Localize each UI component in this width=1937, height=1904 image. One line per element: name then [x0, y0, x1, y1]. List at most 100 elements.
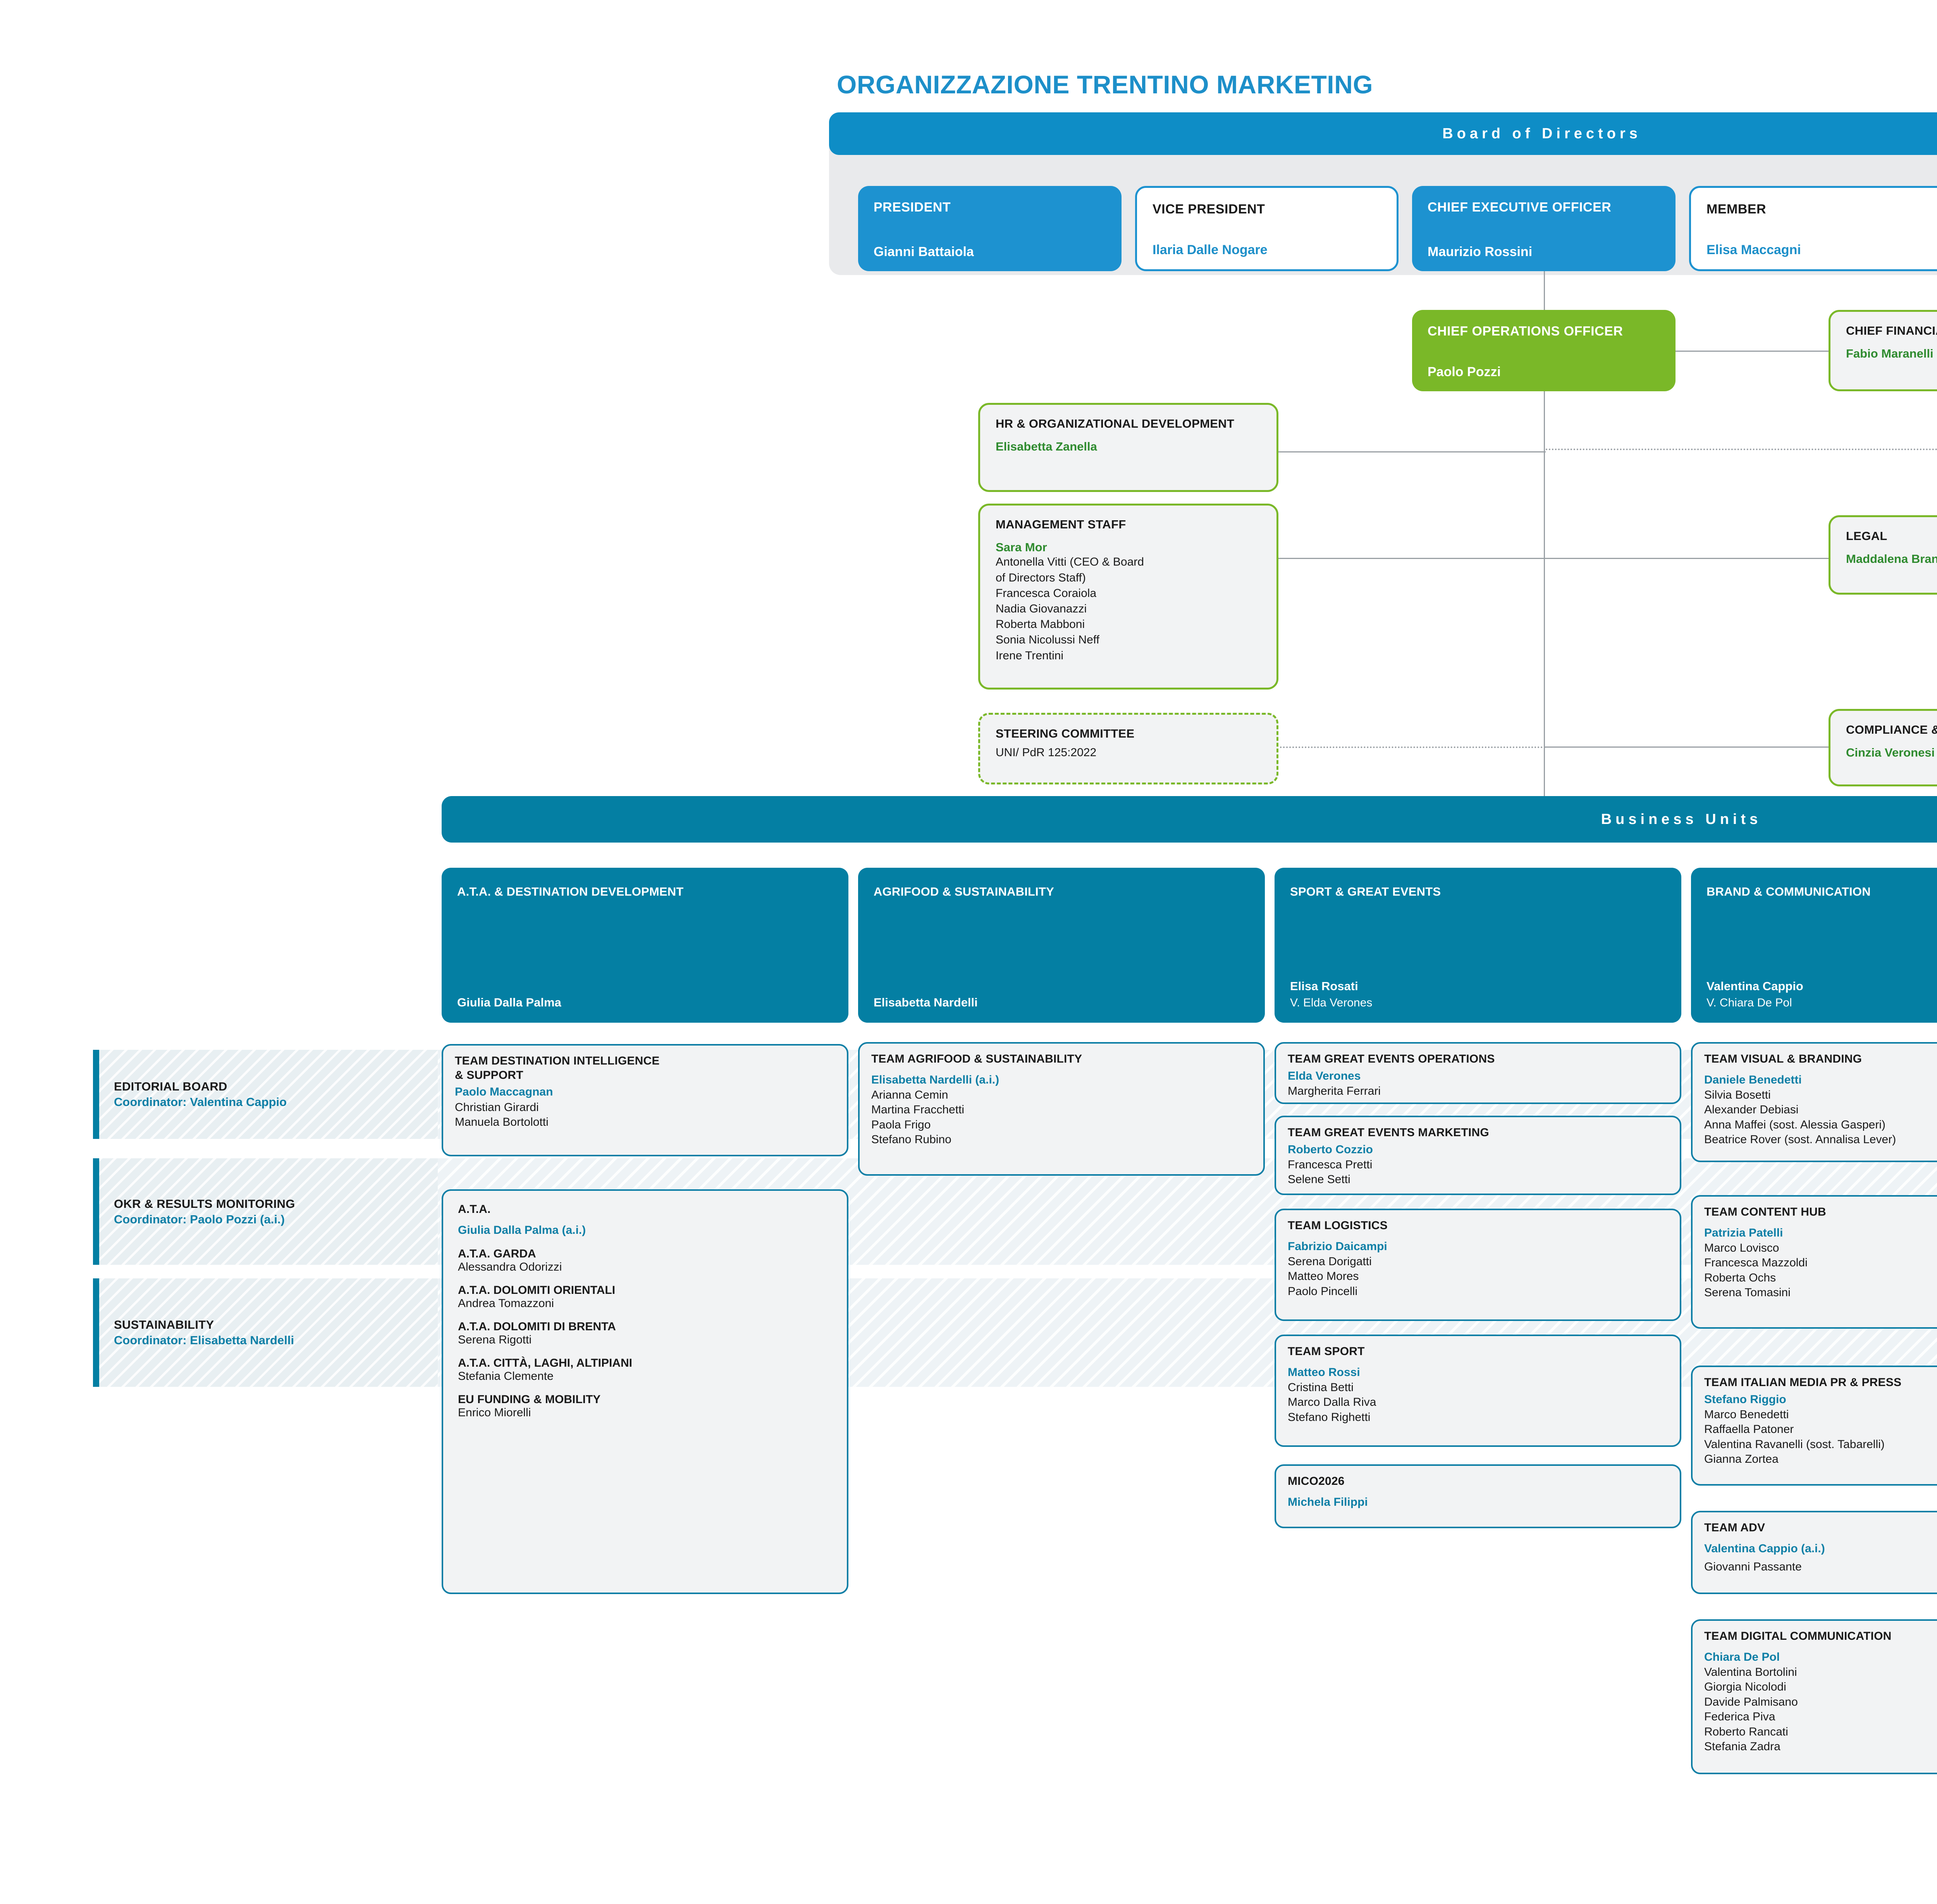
team-member: Margherita Ferrari: [1288, 1085, 1381, 1098]
team-card[interactable]: TEAM SPORT Matteo Rossi Cristina Betti M…: [1275, 1335, 1681, 1447]
team-card[interactable]: TEAM GREAT EVENTS MARKETING Roberto Cozz…: [1275, 1116, 1681, 1195]
side-group-editorial-board[interactable]: EDITORIAL BOARD Coordinator: Valentina C…: [93, 1050, 438, 1139]
legal-role: LEGAL: [1846, 529, 1887, 543]
unit-lead: Elisabetta Nardelli: [874, 996, 978, 1009]
team-member: Cristina Betti: [1288, 1381, 1354, 1394]
unit-vice: V. Chiara De Pol: [1706, 996, 1792, 1009]
connector-spine-compliance: [1544, 746, 1830, 748]
team-name: TEAM SPORT: [1288, 1345, 1365, 1358]
team-member: Alexander Debiasi: [1704, 1103, 1799, 1116]
coo-card[interactable]: CHIEF OPERATIONS OFFICER Paolo Pozzi: [1412, 310, 1676, 391]
team-card[interactable]: TEAM AGRIFOOD & SUSTAINABILITY Elisabett…: [858, 1042, 1265, 1176]
team-member: Davide Palmisano: [1704, 1695, 1798, 1708]
team-member: Selene Setti: [1288, 1173, 1350, 1186]
legal-card[interactable]: LEGAL Maddalena Branca: [1829, 515, 1937, 595]
team-card[interactable]: A.T.A. Giulia Dalla Palma (a.i.) A.T.A. …: [442, 1189, 848, 1594]
board-role: MEMBER: [1706, 202, 1767, 217]
board-card-vice-president[interactable]: VICE PRESIDENT Ilaria Dalle Nogare: [1135, 186, 1399, 271]
team-card[interactable]: TEAM DIGITAL COMMUNICATION Chiara De Pol…: [1691, 1619, 1937, 1774]
side-group-title: OKR & RESULTS MONITORING: [114, 1197, 295, 1211]
unit-vice: V. Elda Verones: [1290, 996, 1373, 1009]
team-member: Manuela Bortolotti: [455, 1116, 549, 1129]
connector-coo-cfo: [1676, 351, 1830, 352]
team-subgroup: A.T.A. DOLOMITI ORIENTALI Andrea Tomazzo…: [455, 1284, 836, 1310]
unit-header-ata[interactable]: A.T.A. & DESTINATION DEVELOPMENT Giulia …: [442, 868, 848, 1023]
unit-header-agrifood[interactable]: AGRIFOOD & SUSTAINABILITY Elisabetta Nar…: [858, 868, 1265, 1023]
team-name: TEAM CONTENT HUB: [1704, 1206, 1826, 1218]
coo-person: Paolo Pozzi: [1428, 365, 1501, 379]
team-member: Beatrice Rover (sost. Annalisa Lever): [1704, 1133, 1896, 1146]
connector-spine-management: [1278, 558, 1546, 559]
side-group-okr[interactable]: OKR & RESULTS MONITORING Coordinator: Pa…: [93, 1158, 438, 1265]
side-group-coordinator: Coordinator: Elisabetta Nardelli: [114, 1333, 294, 1347]
team-lead: Michela Filippi: [1288, 1495, 1368, 1508]
team-member: Arianna Cemin: [871, 1089, 948, 1102]
team-name: TEAM DESTINATION INTELLIGENCE & SUPPORT: [455, 1054, 660, 1082]
side-group-coordinator: Coordinator: Paolo Pozzi (a.i.): [114, 1212, 285, 1226]
hr-development-card[interactable]: HR & ORGANIZATIONAL DEVELOPMENT Elisabet…: [978, 403, 1278, 492]
cfo-role: CHIEF FINANCIAL OFFICER: [1846, 324, 1937, 337]
team-name: TEAM GREAT EVENTS OPERATIONS: [1288, 1053, 1495, 1065]
subgroup-title: A.T.A. DOLOMITI ORIENTALI: [458, 1284, 616, 1297]
team-member: Christian Girardi: [455, 1101, 539, 1114]
steering-note: UNI/ PdR 125:2022: [996, 746, 1097, 759]
team-member: Raffaella Patoner: [1704, 1423, 1794, 1436]
management-staff-card[interactable]: MANAGEMENT STAFF Sara Mor Antonella Vitt…: [978, 504, 1278, 690]
compliance-privacy-card[interactable]: COMPLIANCE & PRIVACY Cinzia Veronesi: [1829, 709, 1937, 786]
team-lead: Patrizia Patelli: [1704, 1226, 1783, 1239]
subgroup-title: EU FUNDING & MOBILITY: [458, 1393, 601, 1406]
board-card-ceo[interactable]: CHIEF EXECUTIVE OFFICER Maurizio Rossini: [1412, 186, 1676, 271]
team-member: Roberto Rancati: [1704, 1725, 1788, 1738]
side-group-coordinator: Coordinator: Valentina Cappio: [114, 1095, 287, 1109]
unit-lead: Giulia Dalla Palma: [457, 996, 561, 1009]
connector-spine-hr: [1278, 451, 1546, 452]
team-member: Giovanni Passante: [1704, 1560, 1802, 1574]
team-card[interactable]: TEAM DESTINATION INTELLIGENCE & SUPPORT …: [442, 1044, 848, 1156]
board-card-member-1[interactable]: MEMBER Elisa Maccagni: [1689, 186, 1937, 271]
team-member: Stefania Zadra: [1704, 1740, 1780, 1753]
team-lead: Roberto Cozzio: [1288, 1143, 1373, 1156]
team-member: Gianna Zortea: [1704, 1453, 1779, 1466]
team-card[interactable]: TEAM VISUAL & BRANDING Daniele Benedetti…: [1691, 1042, 1937, 1162]
compliance-person: Cinzia Veronesi: [1846, 746, 1935, 760]
team-lead: Elda Verones: [1288, 1069, 1361, 1082]
team-name: TEAM VISUAL & BRANDING: [1704, 1053, 1862, 1065]
subgroup-title: A.T.A. CITTÀ, LAGHI, ALTIPIANI: [458, 1357, 632, 1370]
connector-ceo-coo: [1544, 271, 1545, 310]
side-group-title: SUSTAINABILITY: [114, 1318, 214, 1331]
team-card[interactable]: MICO2026 Michela Filippi: [1275, 1464, 1681, 1528]
team-member: Roberta Ochs: [1704, 1271, 1776, 1284]
unit-header-brand[interactable]: BRAND & COMMUNICATION Valentina Cappio V…: [1691, 868, 1937, 1023]
board-person: Elisa Maccagni: [1706, 243, 1801, 257]
team-lead: Valentina Cappio (a.i.): [1704, 1542, 1825, 1555]
unit-header-sport[interactable]: SPORT & GREAT EVENTS Elisa Rosati V. Eld…: [1275, 868, 1681, 1023]
subgroup-person: Andrea Tomazzoni: [458, 1297, 554, 1310]
team-card[interactable]: TEAM GREAT EVENTS OPERATIONS Elda Verone…: [1275, 1042, 1681, 1104]
team-member: Paola Frigo: [871, 1118, 931, 1131]
team-member: Federica Piva: [1704, 1710, 1775, 1723]
unit-name: AGRIFOOD & SUSTAINABILITY: [874, 885, 1054, 898]
team-card[interactable]: TEAM LOGISTICS Fabrizio Daicampi Serena …: [1275, 1209, 1681, 1321]
connector-spine-legal: [1544, 558, 1830, 559]
management-member: of Directors Staff): [996, 571, 1086, 584]
connector-acquisiti-dotted: [1546, 449, 1937, 450]
team-card[interactable]: TEAM CONTENT HUB Patrizia Patelli Marco …: [1691, 1195, 1937, 1329]
team-member: Serena Tomasini: [1704, 1286, 1791, 1299]
side-group-sustainability[interactable]: SUSTAINABILITY Coordinator: Elisabetta N…: [93, 1278, 438, 1387]
team-card[interactable]: TEAM ADV Valentina Cappio (a.i.) Giovann…: [1691, 1511, 1937, 1594]
unit-lead: Elisa Rosati: [1290, 979, 1358, 993]
team-card[interactable]: TEAM ITALIAN MEDIA PR & PRESS Stefano Ri…: [1691, 1366, 1937, 1486]
management-member: Irene Trentini: [996, 649, 1064, 662]
hr-person: Elisabetta Zanella: [996, 440, 1097, 454]
team-member: Francesca Pretti: [1288, 1158, 1373, 1171]
compliance-role: COMPLIANCE & PRIVACY: [1846, 723, 1937, 736]
board-card-president[interactable]: PRESIDENT Gianni Battaiola: [858, 186, 1122, 271]
board-person: Maurizio Rossini: [1428, 244, 1533, 259]
board-person: Gianni Battaiola: [874, 244, 974, 259]
management-member: Antonella Vitti (CEO & Board: [996, 556, 1144, 569]
team-member: Francesca Mazzoldi: [1704, 1256, 1808, 1269]
cfo-card[interactable]: CHIEF FINANCIAL OFFICER Fabio Maranelli: [1829, 310, 1937, 391]
side-group-title: EDITORIAL BOARD: [114, 1080, 227, 1093]
steering-committee-card[interactable]: STEERING COMMITTEE UNI/ PdR 125:2022: [978, 713, 1278, 784]
unit-lead: Valentina Cappio: [1706, 979, 1803, 993]
